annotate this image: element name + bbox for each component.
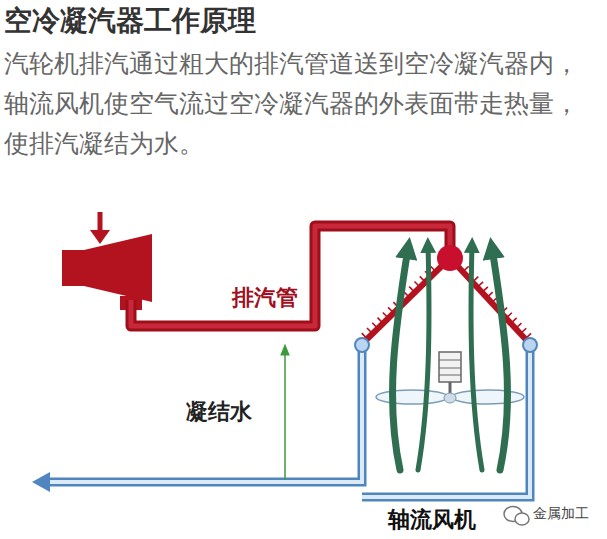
condenser-fin [477, 282, 483, 287]
condenser-fin [372, 323, 378, 329]
axial-fan [376, 352, 524, 404]
condenser-fin [367, 328, 373, 334]
condenser-fin [520, 328, 526, 333]
watermark: 金属加工 [533, 505, 589, 523]
watermark-icon [504, 507, 529, 526]
air-flow-arrows [392, 245, 507, 470]
title: 空冷凝汽器工作原理 [4, 2, 256, 40]
condenser-fin [414, 282, 420, 288]
condenser-fin [378, 318, 384, 324]
pipe-label: 排汽管 [232, 283, 298, 313]
condenser-fin [482, 287, 488, 292]
condenser-fin [511, 318, 517, 323]
condenser-fin [388, 307, 394, 313]
condenser-fin [516, 323, 522, 328]
condensate-label: 凝结水 [186, 397, 252, 427]
condenser-fin [383, 312, 389, 318]
fan-label: 轴流风机 [388, 505, 476, 535]
condenser-fin [430, 266, 436, 272]
steam-inlet-arrow [90, 212, 110, 244]
steam-header [437, 245, 463, 271]
condensate-pipe [32, 338, 537, 497]
condenser-fin [487, 292, 493, 297]
condenser-fin [506, 313, 512, 318]
condenser-fin [463, 266, 469, 271]
caption: 汽轮机排汽通过粗大的排汽管道送到空冷凝汽器内，轴流风机使空气流过空冷凝汽器的外表… [4, 44, 602, 164]
condensate-pointer [284, 346, 286, 480]
turbine [62, 234, 152, 310]
condenser-fin [420, 276, 426, 282]
condenser-fin [409, 287, 415, 293]
